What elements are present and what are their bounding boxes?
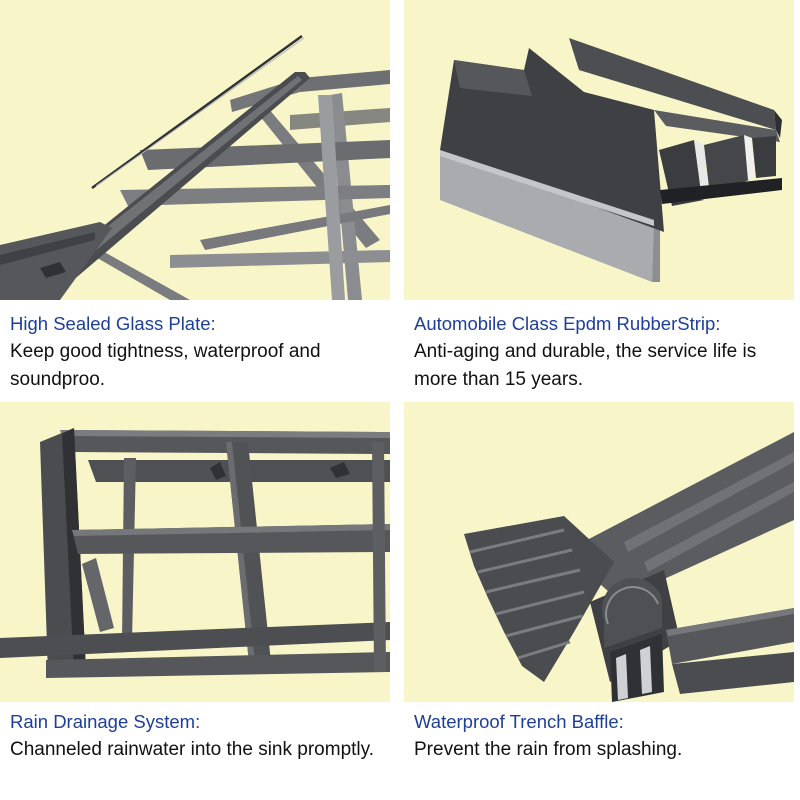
feature-caption-trench-baffle: Waterproof Trench Baffle: Prevent the ra… — [414, 708, 800, 764]
glass-roof-frame-icon — [0, 34, 390, 300]
feature-description: Prevent the rain from splashing. — [414, 739, 683, 760]
feature-caption-rubber-strip: Automobile Class Epdm RubberStrip: Anti-… — [414, 310, 800, 394]
glass-plate-image — [0, 0, 390, 300]
epdm-rubber-strip-icon — [440, 38, 782, 282]
feature-description: Channeled rainwater into the sink prompt… — [10, 739, 375, 760]
rain-drainage-frame-icon — [0, 428, 390, 678]
feature-caption-drainage: Rain Drainage System: Channeled rainwate… — [10, 708, 400, 764]
feature-description: Keep good tightness, waterproof and soun… — [10, 341, 321, 390]
trench-baffle-image — [404, 402, 794, 702]
feature-title: Rain Drainage System: — [10, 711, 201, 732]
drainage-system-image — [0, 402, 390, 702]
feature-caption-glass-plate: High Sealed Glass Plate: Keep good tight… — [10, 310, 400, 394]
rubber-strip-image — [404, 0, 794, 300]
feature-title: High Sealed Glass Plate: — [10, 313, 216, 334]
feature-title: Automobile Class Epdm RubberStrip: — [414, 313, 721, 334]
feature-description: Anti-aging and durable, the service life… — [414, 341, 757, 390]
feature-title: Waterproof Trench Baffle: — [414, 711, 624, 732]
trench-baffle-icon — [464, 432, 794, 702]
